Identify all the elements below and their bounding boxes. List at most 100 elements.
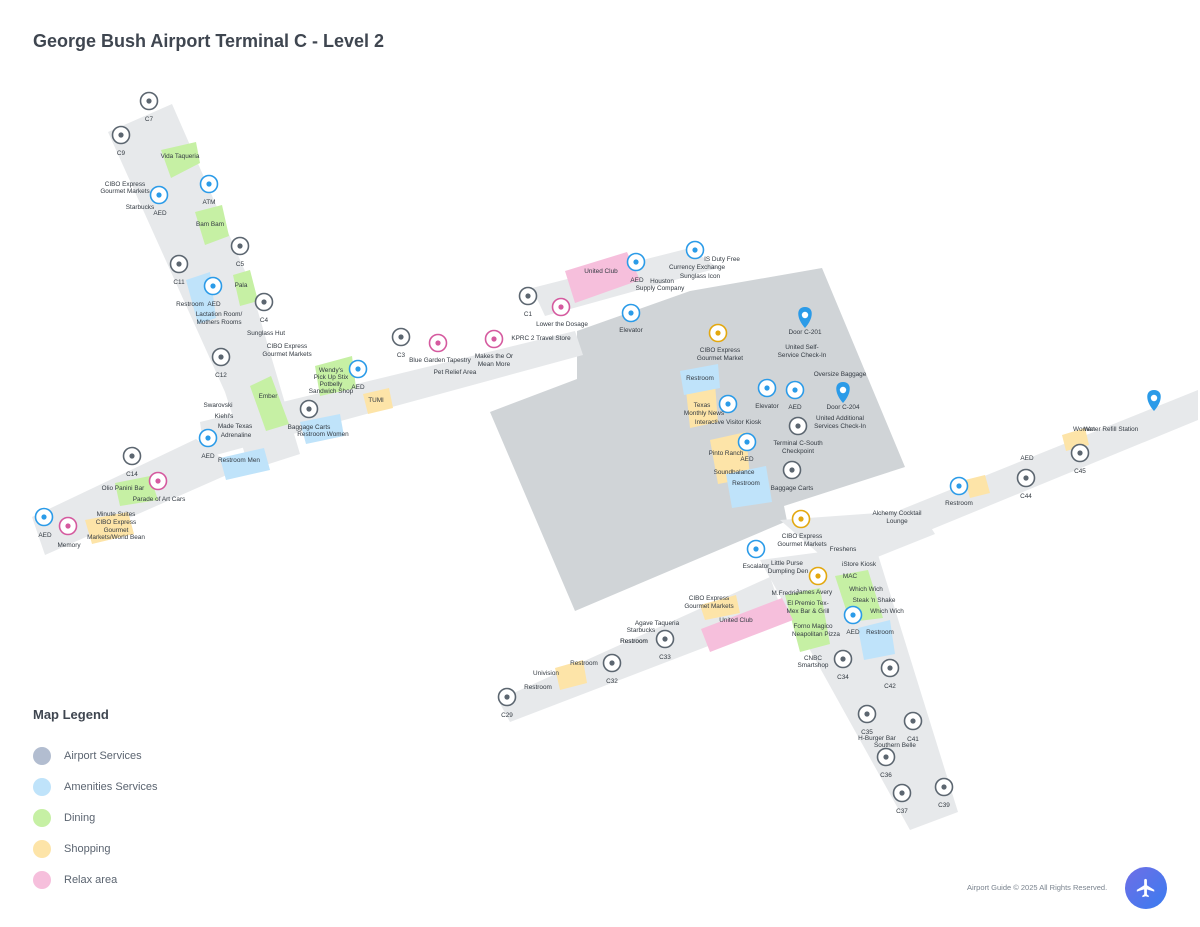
zone-area[interactable] [250,376,289,431]
gate-label[interactable]: C14 [126,471,138,478]
gate-label[interactable]: C35 [861,729,873,736]
place-label[interactable]: iStore Kiosk [842,561,877,568]
place-label[interactable]: Baggage Carts [771,485,814,492]
place-label[interactable]: Restroom [866,629,894,636]
zone-area[interactable] [300,414,344,444]
place-label[interactable]: Gourmet Markets [100,188,149,195]
place-label[interactable]: Elevator [755,403,779,410]
relax-icon[interactable] [148,471,168,491]
place-label[interactable]: MAC [843,573,858,580]
gate-label[interactable]: C45 [1074,468,1086,475]
place-label[interactable]: Makes the Or [475,353,514,360]
zone-area[interactable] [680,364,720,395]
place-label[interactable]: United Additional [816,415,864,422]
place-label[interactable]: Restroom [620,638,648,645]
place-label[interactable]: Restroom [686,375,714,382]
gate-label[interactable]: C29 [501,712,513,719]
door-location-icon[interactable] [798,307,812,328]
place-label[interactable]: CIBO Express [105,181,146,188]
place-label[interactable]: El Premio Tex- [787,600,828,607]
zone-area[interactable] [565,252,640,303]
place-label[interactable]: Pala [235,282,248,289]
arrow-icon[interactable] [1016,468,1036,488]
place-label[interactable]: Texas [694,402,711,409]
arrow-icon[interactable] [833,649,853,669]
place-label[interactable]: Neapolitan Pizza [792,631,840,638]
shopping-bag-icon[interactable] [708,323,728,343]
place-label[interactable]: Olio Panini Bar [102,485,145,492]
zone-area[interactable] [161,142,200,178]
arrow-icon[interactable] [876,747,896,767]
arrow-icon[interactable] [934,777,954,797]
place-label[interactable]: AED [38,532,52,539]
arrow-icon[interactable] [391,327,411,347]
gate-label[interactable]: C11 [173,279,185,286]
zone-area[interactable] [233,270,258,306]
place-label[interactable]: Elevator [619,327,643,334]
place-label[interactable]: James Avery [796,589,833,596]
gate-label[interactable]: C44 [1020,493,1032,500]
place-label[interactable]: Markets/World Bean [87,534,145,541]
place-label[interactable]: Supply Company [636,285,685,292]
place-label[interactable]: CIBO Express [96,519,137,526]
place-label[interactable]: M.Fredric [772,590,800,597]
place-label[interactable]: Wendy's [319,367,343,374]
gate-label[interactable]: C5 [236,261,245,268]
arrow-icon[interactable] [254,292,274,312]
arrow-icon[interactable] [122,446,142,466]
map-pins[interactable] [34,91,1161,803]
place-label[interactable]: Gourmet Markets [262,351,311,358]
place-label[interactable]: Memory [57,542,81,549]
gate-label[interactable]: C32 [606,678,618,685]
tag-icon[interactable] [791,509,811,529]
zone-area[interactable] [115,476,158,506]
place-label[interactable]: United Club [719,617,753,624]
currency-icon[interactable] [685,240,705,260]
place-label[interactable]: Mex Bar & Grill [787,608,830,615]
place-label[interactable]: AED [630,277,644,284]
place-label[interactable]: Pet Relief Area [434,369,477,376]
zone-area[interactable] [315,356,356,396]
arrow-icon[interactable] [880,658,900,678]
place-label[interactable]: United Self- [785,344,818,351]
arrow-icon[interactable] [655,629,675,649]
place-label[interactable]: Steak 'n Shake [853,597,896,604]
place-label[interactable]: Sunglass Hut [247,330,285,337]
place-label[interactable]: Alchemy Cocktail [872,510,921,517]
gate-label[interactable]: C4 [260,317,269,324]
arrow-icon[interactable] [139,91,159,111]
arrow-icon[interactable] [230,236,250,256]
door-location-icon[interactable] [836,382,850,403]
gate-label[interactable]: C41 [907,736,919,743]
place-label[interactable]: Restroom [176,301,204,308]
place-label[interactable]: Lactation Room/ [196,311,243,318]
place-label[interactable]: Mean More [478,361,511,368]
zone-area[interactable] [555,660,587,690]
location-icon[interactable] [782,460,802,480]
place-label[interactable]: Restroom [732,480,760,487]
place-label[interactable]: Minute Suites [97,511,136,518]
medical-icon[interactable] [198,428,218,448]
zone-area[interactable] [785,588,830,652]
place-label[interactable]: AED [846,629,860,636]
relax-icon[interactable] [428,333,448,353]
place-label[interactable]: Lounge [886,518,908,525]
place-label[interactable]: Kiehl's [215,413,234,420]
place-label[interactable]: AED [351,384,365,391]
legend-item-dining[interactable]: Dining [33,802,158,833]
place-label[interactable]: AED [201,453,215,460]
relax-icon[interactable] [58,516,78,536]
place-label[interactable]: Services Check-In [814,423,866,430]
place-label[interactable]: Ember [259,393,279,400]
place-label[interactable]: Gourmet [104,527,129,534]
medical-icon[interactable] [149,185,169,205]
place-label[interactable]: Restroom [570,660,598,667]
legend-item-relax-area[interactable]: Relax area [33,864,158,895]
place-label[interactable]: H-Burger Bar [858,735,897,742]
place-label[interactable]: Terminal C-South [773,440,823,447]
place-label[interactable]: Southern Belle [874,742,916,749]
zone-area[interactable] [858,620,895,660]
place-label[interactable]: CIBO Express [267,343,308,350]
place-label[interactable]: Pick Up Stix [314,374,349,381]
